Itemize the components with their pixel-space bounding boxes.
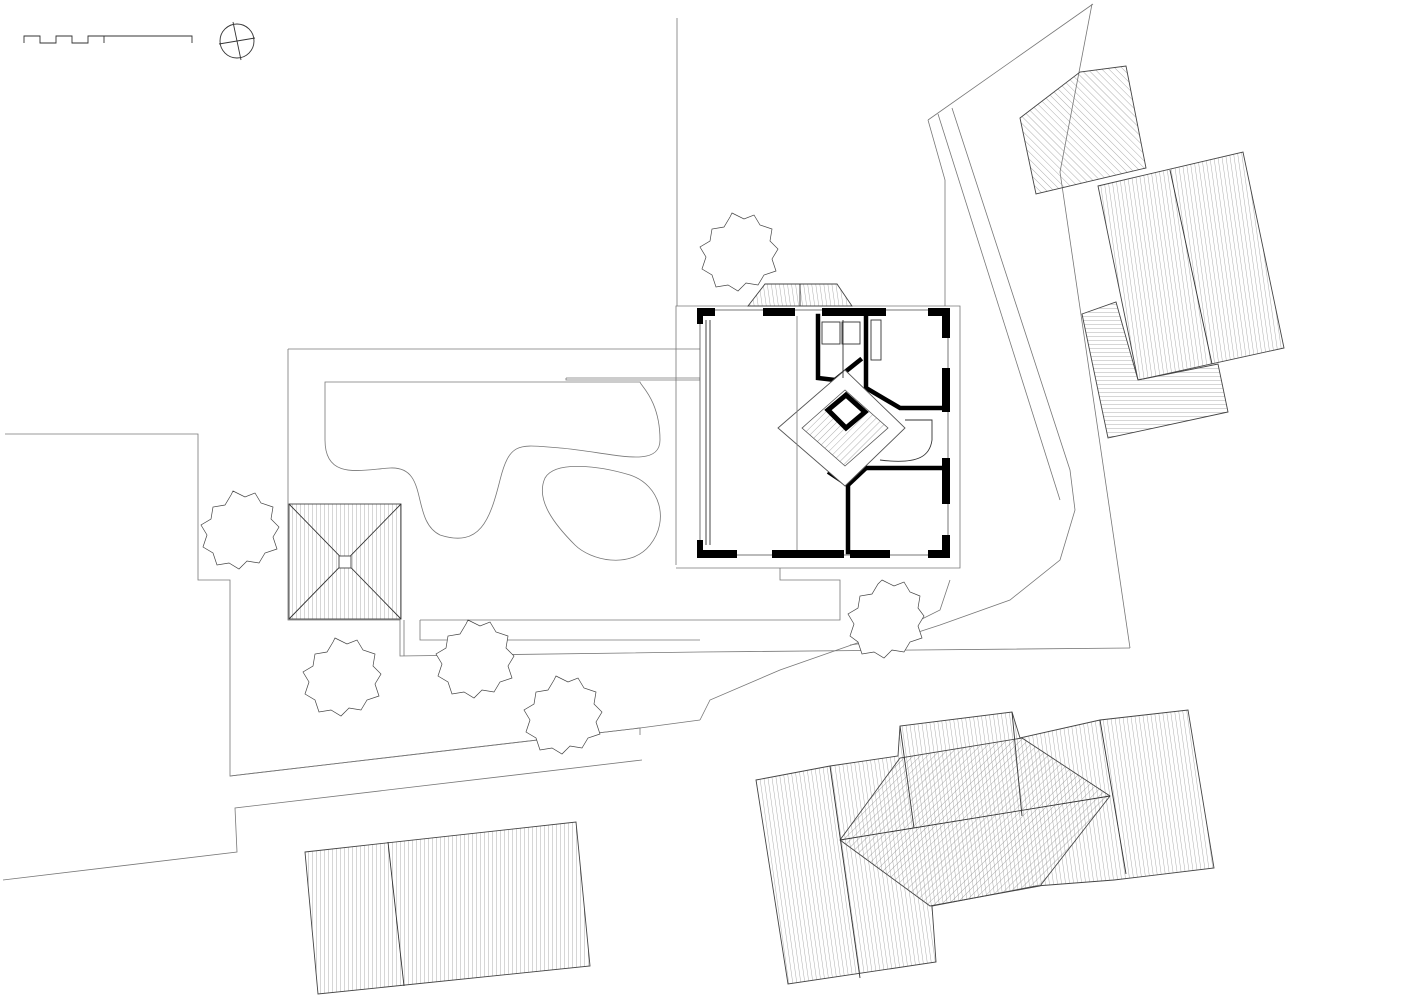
neighbor-building-ne <box>1019 65 1285 439</box>
scale-bar <box>23 35 193 44</box>
tree <box>302 637 382 717</box>
main-building-plan <box>697 308 950 558</box>
pavilion-roof <box>288 503 402 620</box>
north-arrow-icon <box>218 21 256 61</box>
entrance-stair <box>747 283 853 307</box>
tree <box>523 675 603 755</box>
tree <box>847 579 925 659</box>
neighbor-building-se <box>755 709 1215 985</box>
tree <box>699 212 779 292</box>
neighbor-building-sw <box>304 821 591 995</box>
tree <box>435 619 515 699</box>
garden-paths <box>324 381 661 561</box>
tree <box>200 490 280 570</box>
